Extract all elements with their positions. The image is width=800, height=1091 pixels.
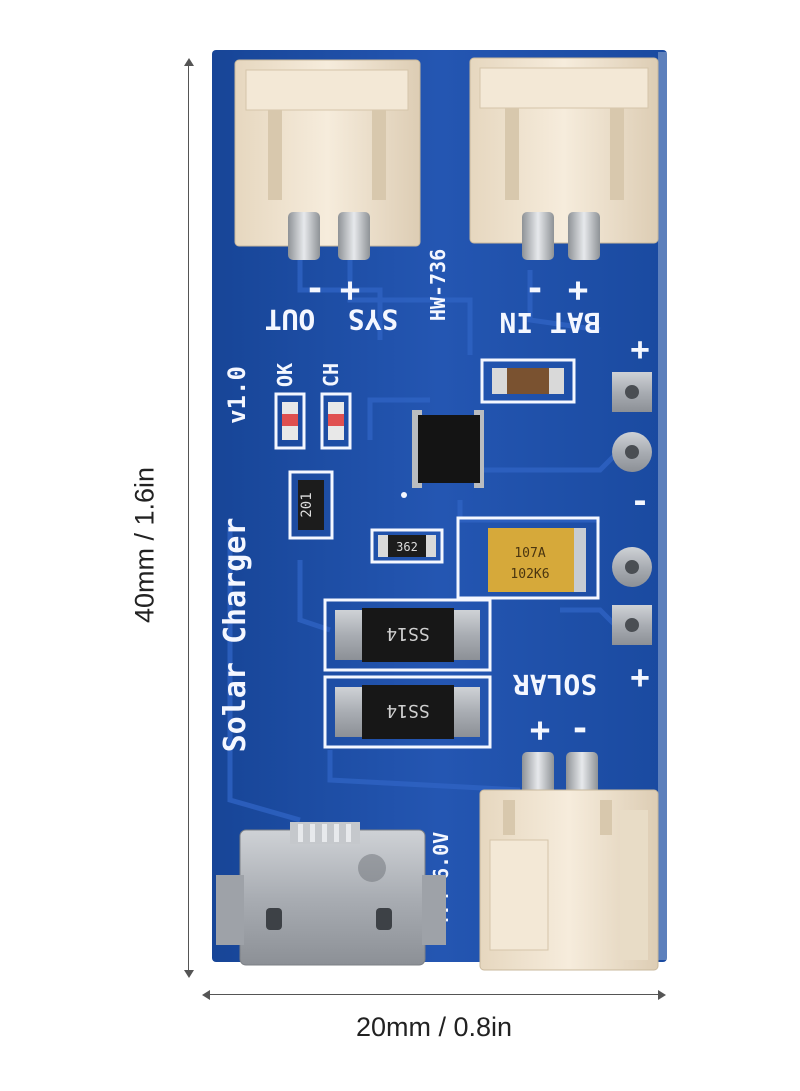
svg-text:107A: 107A xyxy=(514,546,545,561)
width-arrow-right xyxy=(658,990,666,1000)
silk-out: OUT xyxy=(265,303,316,336)
connector-bat-in xyxy=(469,57,659,260)
pcb-edge-right xyxy=(658,52,667,960)
silk-plus-right-bottom: + xyxy=(630,658,649,696)
silk-minus-bat: - xyxy=(525,271,545,311)
silk-ch: CH xyxy=(319,363,343,387)
silk-minus-right: - xyxy=(630,482,649,520)
height-arrow-top xyxy=(184,58,194,66)
diode-ss14-bottom: SS14 xyxy=(323,675,492,749)
width-dimension-line xyxy=(208,994,660,995)
resistor-201: 201 xyxy=(288,470,334,540)
silk-version: v1.0 xyxy=(223,366,251,424)
micro-usb-port xyxy=(216,822,446,966)
silk-solar-charger: Solar Charger xyxy=(218,518,253,753)
silk-plus-bat: + xyxy=(568,271,588,311)
svg-text:SS14: SS14 xyxy=(386,623,429,644)
diode-ss14-top: SS14 xyxy=(323,598,492,672)
led-ch xyxy=(320,392,352,450)
ic-chip xyxy=(401,410,484,498)
connector-solar xyxy=(479,752,659,971)
width-arrow-left xyxy=(202,990,210,1000)
svg-text:102K6: 102K6 xyxy=(510,567,549,582)
silk-minus-out: - xyxy=(305,271,325,311)
svg-text:SS14: SS14 xyxy=(386,700,429,721)
silk-model: HW-736 xyxy=(426,249,450,321)
silk-sys: SYS xyxy=(348,303,399,336)
silk-plus-sys: + xyxy=(340,271,360,311)
silk-solar: SOLAR xyxy=(513,668,597,701)
led-ok xyxy=(274,392,306,450)
silk-minus-solar: - xyxy=(570,711,590,751)
connector-sys-out xyxy=(234,59,421,260)
silk-plus-solar: + xyxy=(530,711,550,751)
resistor-362: 362 xyxy=(370,528,444,564)
height-arrow-bottom xyxy=(184,970,194,978)
silk-plus-right-top: + xyxy=(630,330,649,368)
silk-ok: OK xyxy=(273,363,297,387)
resistor-top xyxy=(480,358,576,404)
right-solder-pads xyxy=(612,372,652,645)
capacitor-tantalum: 107A 102K6 xyxy=(456,516,600,600)
width-dimension-label: 20mm / 0.8in xyxy=(355,1012,513,1042)
svg-text:201: 201 xyxy=(299,492,315,517)
svg-text:362: 362 xyxy=(396,540,418,554)
height-dimension-line xyxy=(188,64,189,972)
silk-bat-in: BAT IN xyxy=(499,306,600,339)
